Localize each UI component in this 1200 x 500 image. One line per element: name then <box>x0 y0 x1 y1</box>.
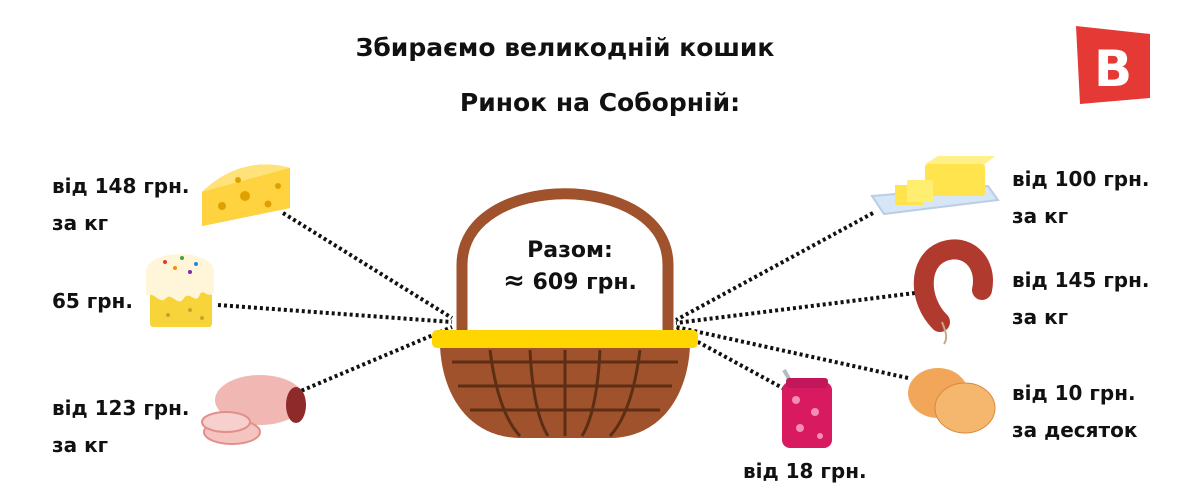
basket-icon <box>432 188 698 438</box>
connector-sausage <box>675 291 916 325</box>
jam-price: від 18 грн. <box>743 459 867 483</box>
label-eggs: від 10 грн. за десяток <box>1012 375 1137 449</box>
label-paska: 65 грн. <box>52 283 133 320</box>
ham-icon <box>201 375 306 445</box>
page-title: Збираємо великодній кошик <box>355 33 775 62</box>
eggs-icon <box>908 368 996 434</box>
label-jam: від 18 грн. <box>743 453 867 490</box>
cheese-unit: за кг <box>52 211 109 235</box>
butter-icon <box>870 156 1000 216</box>
logo-letter: B <box>1094 40 1132 98</box>
eggs-price: від 10 грн. <box>1012 381 1136 405</box>
label-ham: від 123 грн. за кг <box>52 390 190 464</box>
paska-price: 65 грн. <box>52 289 133 313</box>
label-cheese: від 148 грн. за кг <box>52 168 190 242</box>
sausage-unit: за кг <box>1012 305 1069 329</box>
ham-price: від 123 грн. <box>52 396 190 420</box>
label-butter: від 100 грн. за кг <box>1012 161 1150 235</box>
total-label: Разом: <box>527 238 613 263</box>
jam-icon <box>782 369 832 448</box>
paska-icon <box>146 254 214 327</box>
total-value: 609 грн. <box>532 270 637 295</box>
connector-butter <box>675 211 874 322</box>
ham-unit: за кг <box>52 433 109 457</box>
logo-icon: B <box>1076 26 1150 104</box>
butter-price: від 100 грн. <box>1012 167 1150 191</box>
total-block: Разом: ≈ 609 грн. <box>490 236 650 298</box>
connector-eggs <box>675 325 909 380</box>
connector-ham <box>295 325 453 395</box>
approx-sign: ≈ <box>503 266 525 296</box>
sausage-icon <box>913 239 993 345</box>
connector-paska <box>217 303 453 324</box>
butter-unit: за кг <box>1012 204 1069 228</box>
cheese-price: від 148 грн. <box>52 174 190 198</box>
label-sausage: від 145 грн. за кг <box>1012 262 1150 336</box>
sausage-price: від 145 грн. <box>1012 268 1150 292</box>
eggs-unit: за десяток <box>1012 418 1138 442</box>
cheese-icon <box>202 164 290 226</box>
page-subtitle: Ринок на Соборній: <box>459 88 741 117</box>
total-value-row: ≈ 609 грн. <box>490 266 650 298</box>
connector-cheese <box>281 211 454 320</box>
